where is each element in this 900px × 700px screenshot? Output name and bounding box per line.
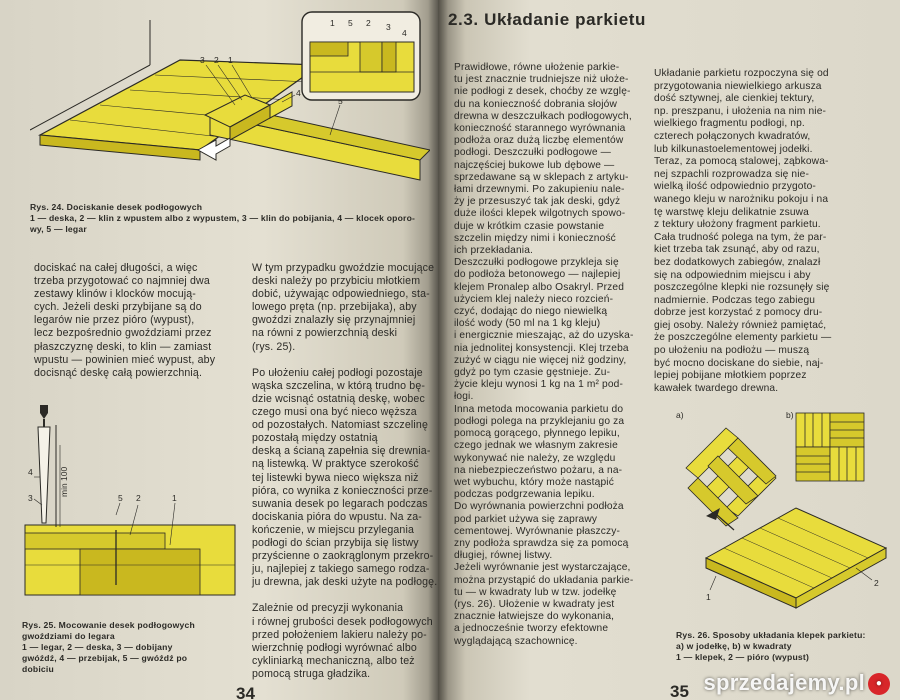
right-page: 2.3. Układanie parkietu Prawidłowe, równ… — [438, 0, 900, 700]
left-page-number: 34 — [236, 684, 255, 700]
fig25-label-4: 4 — [28, 467, 33, 477]
fig25-label-2: 2 — [136, 493, 141, 503]
book-gutter — [428, 0, 448, 700]
watermark-text: sprzedajemy.pl — [703, 670, 865, 695]
fig24-inset-label-2: 2 — [366, 18, 371, 28]
fig24-inset-label-4: 4 — [402, 28, 407, 38]
figure-26-illustration: a) b) — [676, 410, 888, 609]
fig24-label-1: 1 — [228, 55, 233, 65]
watermark: sprzedajemy.pl● — [703, 670, 890, 696]
fig26-label-a: a) — [676, 410, 684, 420]
fig25-label-3: 3 — [28, 493, 33, 503]
section-heading: 2.3. Układanie parkietu — [448, 10, 647, 29]
fig24-inset-label-5: 5 — [348, 18, 353, 28]
figure-24-illustration: 3 2 1 4 5 1 5 2 3 4 — [30, 11, 430, 181]
fig24-inset-label-3: 3 — [386, 22, 391, 32]
fig26-label-1: 1 — [706, 592, 711, 602]
left-page: 3 2 1 4 5 1 5 2 3 4 Rys. 24. Dociskanie … — [0, 0, 438, 700]
fig24-label-3: 3 — [200, 55, 205, 65]
fig24-label-2: 2 — [214, 55, 219, 65]
right-column-2-text: Układanie parkietu rozpoczyna się od prz… — [654, 68, 832, 394]
watermark-badge-icon: ● — [868, 673, 890, 696]
right-column-1-text: Prawidłowe, równe ułożenie parkie- tu je… — [454, 62, 634, 647]
fig24-inset-label-1: 1 — [330, 18, 335, 28]
fig24-label-4: 4 — [296, 88, 301, 98]
left-column-1-text: dociskać na całej długości, a więc trzeb… — [34, 262, 216, 379]
fig25-dimension-label: min 100 — [59, 466, 69, 497]
figure-25-caption: Rys. 25. Mocowanie desek podłogowych gwo… — [22, 620, 195, 674]
figure-24-caption: Rys. 24. Dociskanie desek podłogowych 1 … — [30, 202, 416, 234]
fig26-label-b: b) — [786, 410, 794, 420]
fig25-label-1: 1 — [172, 493, 177, 503]
left-column-2-text: W tym przypadku gwoździe mocujące deski … — [252, 262, 438, 680]
figure-26-caption: Rys. 26. Sposoby układania klepek parkie… — [676, 630, 866, 662]
fig26-label-2: 2 — [874, 578, 879, 588]
fig24-label-5: 5 — [338, 96, 343, 106]
right-page-number: 35 — [670, 682, 689, 700]
fig25-label-5: 5 — [118, 493, 123, 503]
figure-25-illustration: min 100 4 3 5 2 1 — [24, 405, 236, 596]
